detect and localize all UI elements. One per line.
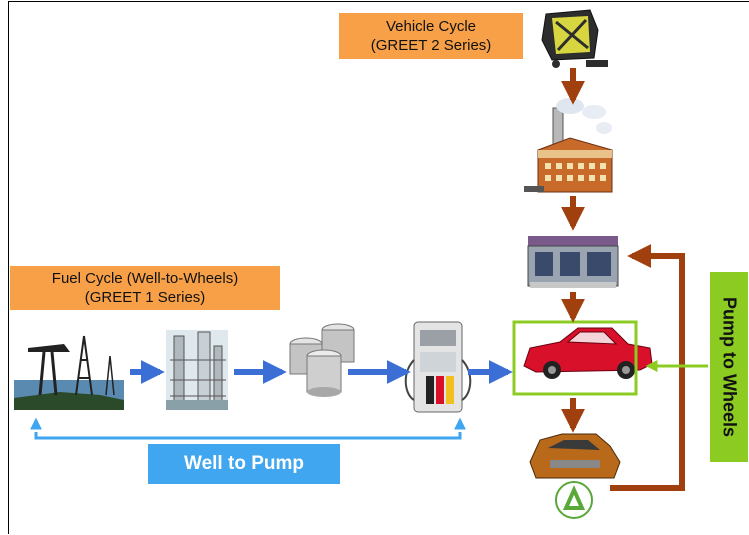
oil-well-icon [14, 335, 124, 410]
vehicle-cycle-subtitle: (GREET 2 Series) [370, 37, 492, 54]
fuel-cycle-label: Fuel Cycle (Well-to-Wheels) (GREET 1 Ser… [10, 266, 280, 310]
fuel-storage-barrels-icon [289, 323, 355, 397]
well-to-pump-bracket [30, 417, 466, 440]
factory-icon [524, 98, 613, 193]
fuel-cycle-title: Fuel Cycle (Well-to-Wheels) [51, 270, 239, 287]
vehicle-cycle-label: Vehicle Cycle (GREET 2 Series) [339, 13, 523, 59]
diagram-frame [8, 1, 749, 534]
raw-materials-cart-icon [541, 9, 608, 68]
pump-to-wheels-label: Pump to Wheels [710, 272, 748, 462]
vehicle-cycle-title: Vehicle Cycle [385, 18, 477, 35]
vehicle-chain-arrows [561, 68, 685, 491]
fuel-cycle-subtitle: (GREET 1 Series) [84, 289, 206, 306]
refinery-icon [166, 330, 228, 410]
well-to-pump-label: Well to Pump [148, 444, 340, 484]
scrapped-car-recycling-icon [529, 433, 621, 519]
well-to-pump-text: Well to Pump [184, 453, 304, 474]
dealership-icon [527, 236, 619, 288]
fuel-pump-icon [404, 321, 472, 413]
arrow-recycle-loop [610, 244, 685, 491]
car-icon [523, 327, 653, 379]
pump-to-wheels-text: Pump to Wheels [719, 296, 740, 437]
